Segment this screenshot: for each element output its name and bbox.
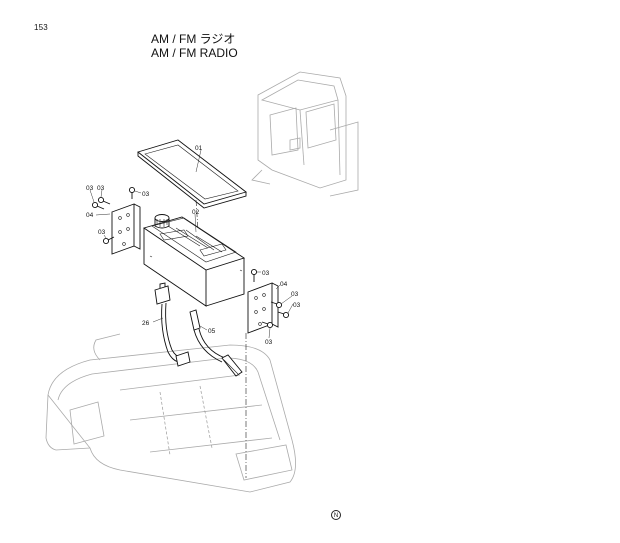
screws-03 bbox=[91, 186, 290, 329]
title-japanese: AM / FM ラジオ bbox=[151, 32, 236, 46]
callout-03-h: 03 bbox=[265, 339, 273, 346]
callout-03-c: 03 bbox=[142, 191, 150, 198]
bracket-right-04 bbox=[247, 282, 279, 334]
callout-05: 05 bbox=[208, 328, 216, 335]
radio-unit-02 bbox=[142, 214, 246, 307]
callout-02: 02 bbox=[192, 209, 200, 216]
antenna-cable-05 bbox=[189, 309, 243, 377]
page-number: 153 bbox=[34, 23, 48, 32]
callout-03-b: 03 bbox=[97, 185, 105, 192]
callout-03-d: 03 bbox=[98, 229, 106, 236]
callout-03-f: 03 bbox=[291, 291, 299, 298]
console-outline bbox=[45, 333, 296, 493]
title-english: AM / FM RADIO bbox=[151, 46, 238, 60]
corner-mark: N bbox=[331, 510, 341, 520]
callout-03-a: 03 bbox=[86, 185, 94, 192]
callout-04-right: 04 bbox=[280, 281, 288, 288]
callout-03-e: 03 bbox=[262, 270, 270, 277]
assembly-lines bbox=[195, 199, 247, 478]
callout-03-g: 03 bbox=[293, 302, 301, 309]
callout-01: 01 bbox=[195, 145, 203, 152]
wire-harness-26 bbox=[154, 282, 191, 367]
leader-lines bbox=[89, 149, 294, 339]
title-block: AM / FM ラジオ AM / FM RADIO bbox=[151, 32, 238, 60]
bracket-left-04 bbox=[111, 203, 141, 255]
callout-04-left: 04 bbox=[86, 212, 94, 219]
callout-26: 26 bbox=[142, 320, 150, 327]
callout-numbers: 01 02 03 03 03 03 03 03 03 03 04 04 05 2… bbox=[86, 145, 301, 346]
bezel-frame-01 bbox=[137, 139, 247, 209]
cab-outline bbox=[251, 71, 359, 197]
